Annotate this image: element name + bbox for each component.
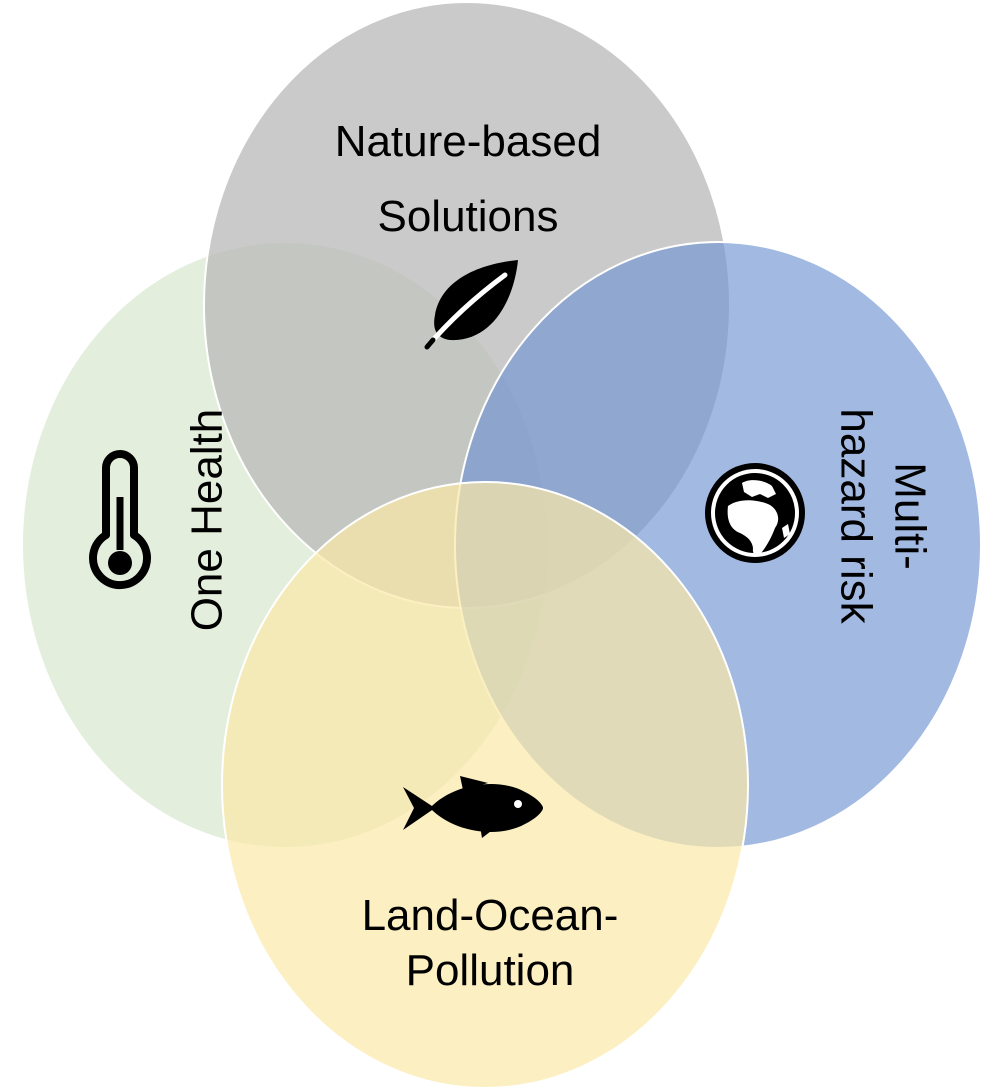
pollution-label-line2: Pollution: [406, 946, 575, 995]
leaf-icon: [424, 260, 518, 350]
fish-icon: [403, 776, 543, 838]
globe-africa-icon: [705, 463, 805, 563]
pollution-label-line1: Land-Ocean-: [362, 891, 619, 940]
hazard-label-line1: Multi-: [885, 462, 934, 570]
nature-label-line1: Nature-based: [335, 117, 602, 166]
hazard-label-line2: hazard risk: [831, 408, 880, 624]
one-health-label: One Health: [183, 409, 232, 632]
thermometer-icon: [89, 450, 151, 590]
nature-label-line2: Solutions: [377, 192, 558, 241]
